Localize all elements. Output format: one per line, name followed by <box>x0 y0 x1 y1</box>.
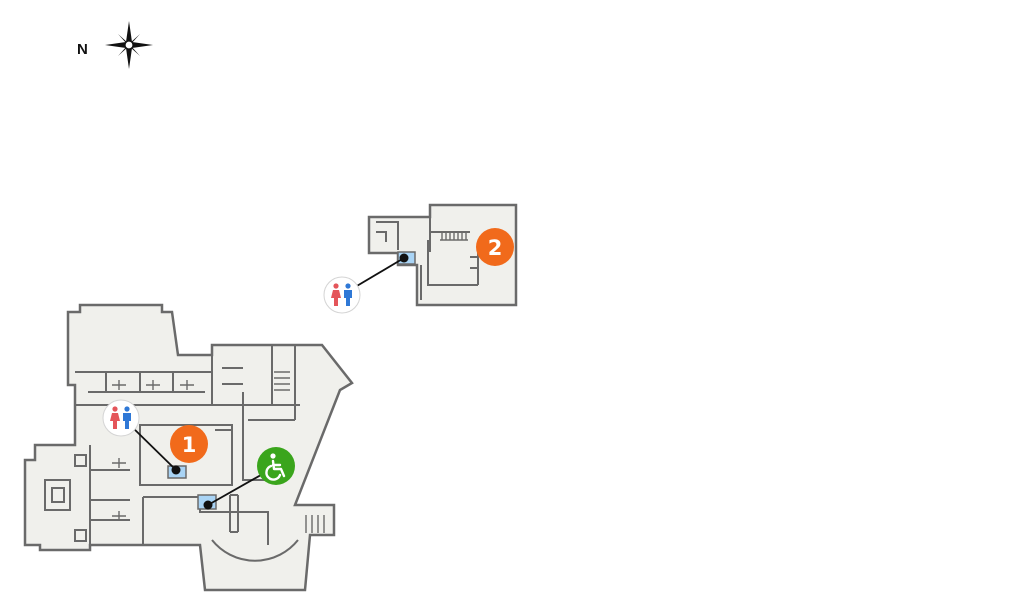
compass: N <box>77 21 153 69</box>
location-marker-1[interactable]: 1 <box>170 425 208 463</box>
pin-dot <box>203 500 213 510</box>
restroom-icon[interactable] <box>323 276 361 314</box>
marker-label: 2 <box>488 236 503 260</box>
pin-dot <box>399 253 409 263</box>
marker-label: 1 <box>182 433 197 457</box>
compass-north-label: N <box>77 41 88 58</box>
wheelchair-icon[interactable] <box>257 447 295 485</box>
annex-building <box>367 203 518 307</box>
compass-rose-icon <box>105 21 153 69</box>
pin-dot <box>171 465 181 475</box>
location-marker-2[interactable]: 2 <box>476 228 514 266</box>
restroom-icon[interactable] <box>102 399 140 437</box>
